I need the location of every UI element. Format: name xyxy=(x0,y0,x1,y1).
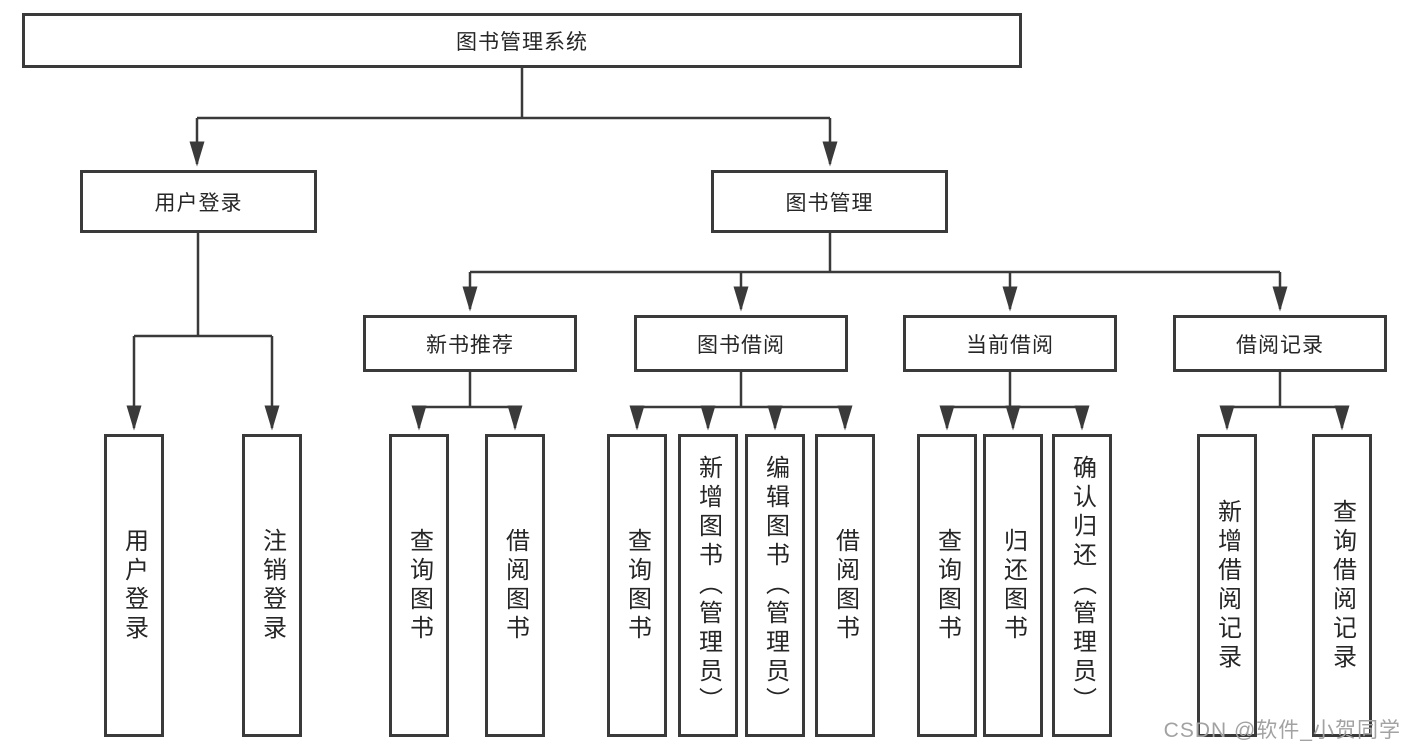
leaf-query-books-borrow: 查询图书 xyxy=(607,434,667,737)
leaf-confirm-return-admin: 确认归还（管理员） xyxy=(1052,434,1112,737)
leaf-add-borrow-record: 新增借阅记录 xyxy=(1197,434,1257,737)
leaf-query-books-current: 查询图书 xyxy=(917,434,977,737)
node-borrowing-records: 借阅记录 xyxy=(1173,315,1387,372)
node-current-borrowing: 当前借阅 xyxy=(903,315,1117,372)
leaf-add-borrow-record-label: 新增借阅记录 xyxy=(1213,498,1241,673)
leaf-user-login-label: 用户登录 xyxy=(120,527,148,644)
leaf-edit-books-admin: 编辑图书（管理员） xyxy=(745,434,805,737)
leaf-query-books-borrow-label: 查询图书 xyxy=(623,527,651,644)
leaf-borrow-books-recommend-label: 借阅图书 xyxy=(501,527,529,644)
node-user-login: 用户登录 xyxy=(80,170,317,233)
leaf-query-books-recommend: 查询图书 xyxy=(389,434,449,737)
leaf-query-books-current-label: 查询图书 xyxy=(933,527,961,644)
leaf-logout-login-label: 注销登录 xyxy=(258,527,286,644)
leaf-query-books-recommend-label: 查询图书 xyxy=(405,527,433,644)
leaf-query-borrow-record: 查询借阅记录 xyxy=(1312,434,1372,737)
node-book-management: 图书管理 xyxy=(711,170,948,233)
leaf-user-login: 用户登录 xyxy=(104,434,164,737)
leaf-add-books-admin: 新增图书（管理员） xyxy=(678,434,738,737)
leaf-logout-login: 注销登录 xyxy=(242,434,302,737)
leaf-borrow-books-recommend: 借阅图书 xyxy=(485,434,545,737)
leaf-borrow-books: 借阅图书 xyxy=(815,434,875,737)
leaf-confirm-return-admin-label: 确认归还（管理员） xyxy=(1068,455,1096,716)
leaf-edit-books-admin-label: 编辑图书（管理员） xyxy=(761,455,789,716)
leaf-query-borrow-record-label: 查询借阅记录 xyxy=(1328,498,1356,673)
node-book-borrowing: 图书借阅 xyxy=(634,315,848,372)
node-new-book-recommendation: 新书推荐 xyxy=(363,315,577,372)
leaf-add-books-admin-label: 新增图书（管理员） xyxy=(694,455,722,716)
node-library-management-system: 图书管理系统 xyxy=(22,13,1022,68)
leaf-borrow-books-label: 借阅图书 xyxy=(831,527,859,644)
leaf-return-books-label: 归还图书 xyxy=(999,527,1027,644)
leaf-return-books: 归还图书 xyxy=(983,434,1043,737)
csdn-watermark: CSDN @软件_小贺同学 xyxy=(1163,719,1401,742)
